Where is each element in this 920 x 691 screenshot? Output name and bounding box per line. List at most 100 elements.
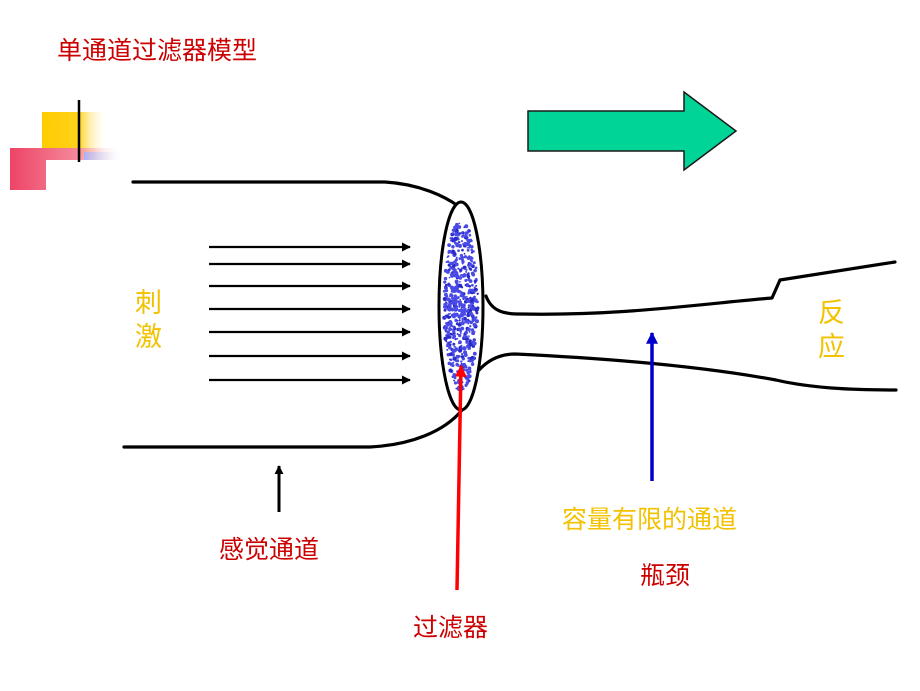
filter-texture-dot	[446, 342, 449, 345]
filter-texture-dot	[463, 332, 466, 336]
filter-texture-dot	[473, 295, 476, 299]
filter-texture-dot	[468, 330, 471, 333]
filter-texture-dot	[463, 353, 468, 358]
filter-texture-dot	[447, 249, 452, 254]
filter-texture-dot	[466, 246, 469, 249]
response-label: 反应	[818, 298, 845, 363]
filter-texture-dot	[475, 277, 478, 281]
filter-texture-dot	[456, 333, 459, 336]
filter-texture-dot	[461, 248, 464, 252]
filter-texture-dot	[468, 233, 472, 237]
filter-texture-dot	[449, 239, 452, 242]
limited-channel-label: 容量有限的通道	[562, 505, 738, 534]
filter-texture-dot	[450, 307, 455, 312]
filter-texture-dot	[453, 376, 457, 380]
filter-texture-dot	[447, 313, 450, 316]
filter-texture-dot	[467, 318, 470, 321]
filter-texture-dot	[464, 307, 467, 310]
filter-texture-dot	[469, 369, 472, 372]
filter-texture-dot	[452, 334, 457, 339]
filter-texture-dot	[457, 308, 461, 313]
filter-texture-dot	[469, 325, 472, 328]
filter-texture-dot	[446, 305, 449, 308]
filter-texture-dot	[466, 248, 470, 252]
filter-texture-dot	[465, 381, 469, 385]
filter-texture-dot	[464, 268, 467, 271]
filter-texture-dot	[463, 234, 466, 237]
filter-texture-dot	[467, 322, 470, 325]
filter-texture-dot	[460, 309, 463, 311]
filter-texture-dot	[465, 270, 468, 273]
filter-texture-dot	[454, 295, 457, 299]
filter-texture-dot	[460, 306, 463, 309]
filter-texture-dot	[473, 268, 477, 273]
filter-texture-dot	[458, 321, 461, 324]
filter-texture-dot	[457, 243, 463, 248]
filter-texture-dot	[469, 259, 472, 262]
filter-texture-dot	[466, 242, 470, 247]
filter-texture-dot	[448, 319, 453, 324]
filter-texture-dot	[455, 288, 460, 293]
filter-texture-dot	[473, 338, 476, 341]
filter-texture-dot	[454, 258, 458, 262]
filter-texture-dot	[448, 305, 452, 309]
filter-texture-dot	[461, 261, 464, 264]
filter-texture-dot	[449, 312, 452, 315]
filter-texture-dot	[460, 312, 464, 316]
filter-texture-dot	[455, 284, 458, 287]
filter-texture-dot	[470, 355, 475, 359]
filter-texture-dot	[468, 288, 472, 291]
filter-texture-dot	[458, 333, 462, 338]
filter-texture-dot	[462, 295, 467, 300]
filter-texture-dot	[460, 344, 463, 348]
filter-texture-dot	[443, 285, 446, 288]
filter-texture-dot	[472, 332, 475, 335]
filter-texture-dot	[463, 226, 466, 229]
filter-texture-dot	[461, 353, 463, 355]
filter-texture-dot	[458, 257, 462, 261]
filter-texture-dot	[450, 285, 454, 289]
filter-texture-dot	[453, 345, 456, 348]
filter-texture-dot	[448, 343, 452, 347]
filter-texture-dot	[467, 347, 470, 350]
filter-texture-dot	[442, 297, 447, 302]
filter-texture-dot	[463, 375, 467, 378]
slide-title: 单通道过滤器模型	[57, 36, 258, 65]
filter-texture-dot	[443, 308, 447, 312]
channel-outline	[122, 180, 898, 449]
filter-texture-dot	[460, 362, 463, 365]
filter-texture-dot	[465, 340, 469, 344]
filter-texture-dot	[460, 360, 463, 363]
filter-texture-dot	[449, 273, 452, 276]
filter-texture-dot	[462, 334, 467, 339]
filter-texture-dot	[470, 288, 475, 293]
right-arrow-icon	[527, 90, 738, 172]
filter-label: 过滤器	[413, 613, 489, 642]
filter-texture-dot	[468, 342, 473, 347]
filter-texture-dot	[467, 327, 471, 332]
filter-texture-dot	[443, 280, 447, 284]
filter-texture-dot	[461, 317, 465, 321]
filter-texture-dot	[454, 262, 459, 267]
filter-texture-dot	[457, 327, 462, 331]
wide-channel-top-edge	[131, 180, 460, 208]
filter-texture-dot	[473, 330, 476, 333]
filter-texture-dot	[458, 340, 462, 345]
corner-squares-icon	[10, 100, 130, 190]
filter-texture-dot	[447, 283, 450, 286]
filter-texture-dot	[460, 267, 464, 270]
filter-texture-dot	[448, 327, 452, 332]
filter-texture-dot	[445, 322, 448, 325]
filter-texture-dot	[469, 296, 472, 299]
filter-texture-dot	[447, 255, 450, 258]
filter-texture-dot	[450, 296, 454, 300]
filter-texture-dot	[452, 314, 456, 319]
filter-texture-dot	[444, 283, 448, 287]
filter-texture-dot	[454, 299, 458, 303]
filter-texture-dot	[464, 383, 468, 387]
filter-texture-dot	[452, 329, 456, 333]
filter-texture-dot	[457, 249, 460, 252]
filter-texture-dot	[464, 284, 467, 286]
filter-texture-dot	[471, 314, 474, 317]
filter-texture-dot	[452, 268, 457, 273]
